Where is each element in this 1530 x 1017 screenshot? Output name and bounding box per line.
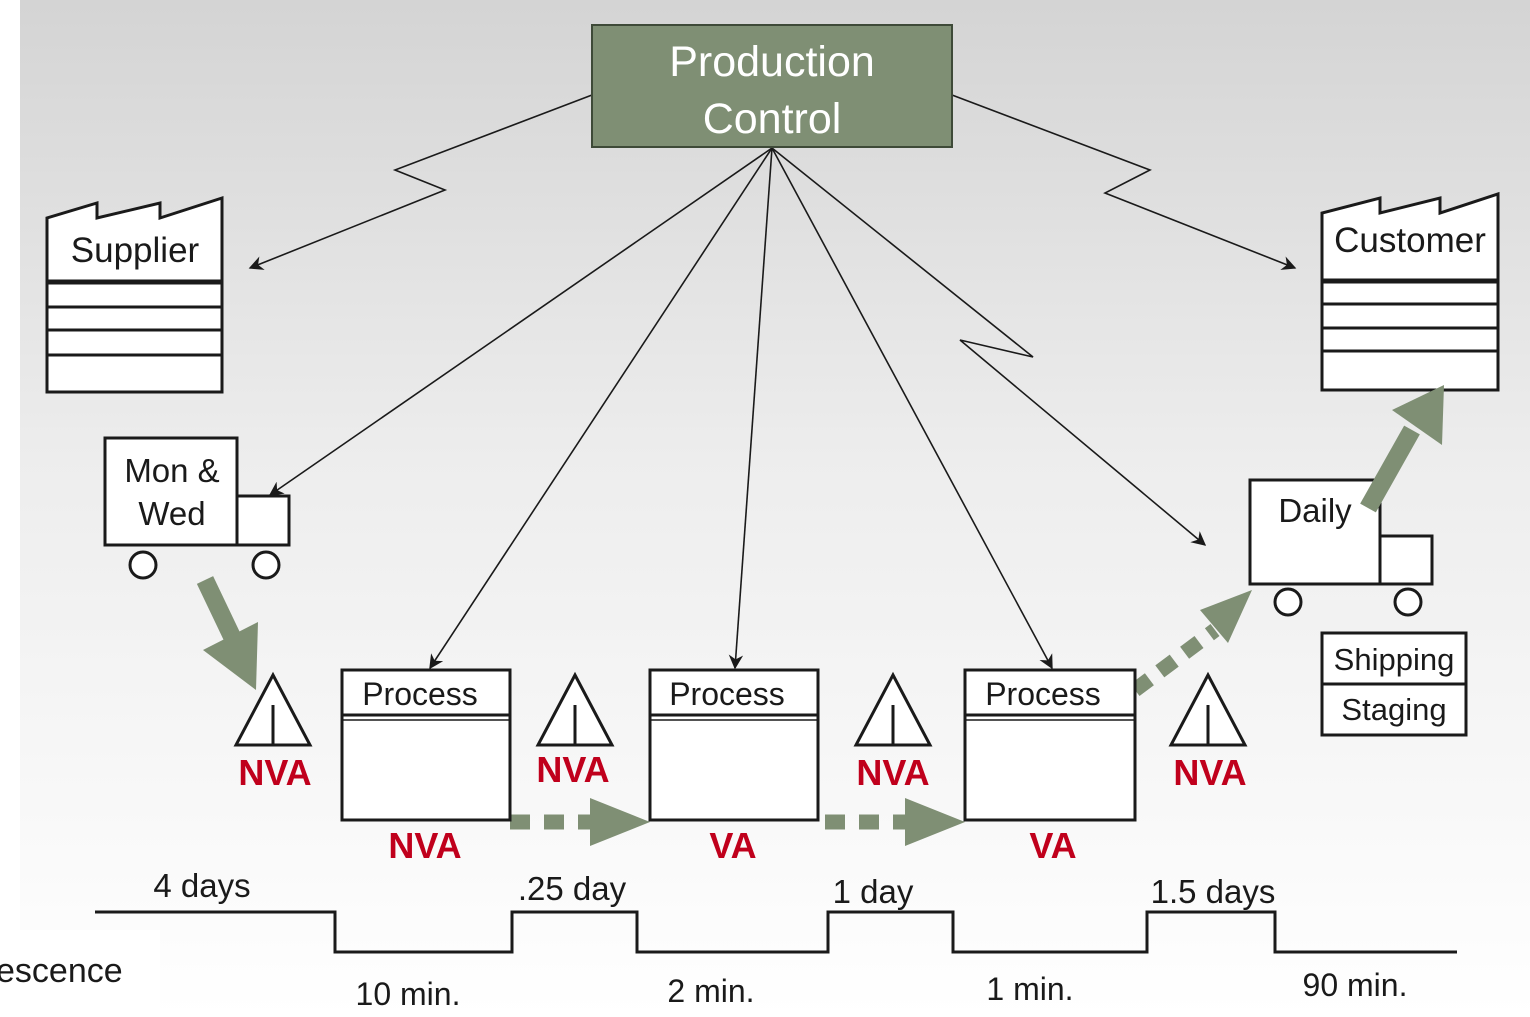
inventory-triangle-icon bbox=[853, 671, 933, 747]
customer-factory-icon bbox=[1320, 191, 1500, 392]
outbound-truck-label: Daily bbox=[1278, 492, 1352, 529]
process-2-class: VA bbox=[709, 825, 756, 866]
process-time-3: 1 min. bbox=[986, 971, 1073, 1007]
customer-label: Customer bbox=[1334, 221, 1486, 260]
inventory-triangle-icon bbox=[535, 671, 615, 747]
inbound-truck-line-2: Wed bbox=[138, 495, 205, 532]
production-control-line-2: Control bbox=[703, 95, 842, 143]
info-line-to-process-1 bbox=[429, 147, 773, 670]
process-1-label: Process bbox=[362, 676, 478, 712]
timeline-ladder bbox=[95, 910, 1457, 954]
shipping-label: Shipping bbox=[1334, 642, 1455, 677]
supplier-label: Supplier bbox=[71, 231, 200, 270]
push-arrow-1 bbox=[510, 798, 650, 846]
shipment-arrow-in bbox=[196, 576, 258, 690]
inventory-triangle-icon bbox=[233, 671, 313, 747]
push-arrow-3 bbox=[1130, 590, 1252, 696]
info-line-to-process-3 bbox=[771, 147, 1053, 670]
wait-time-2: .25 day bbox=[518, 870, 627, 907]
production-control-rect bbox=[591, 24, 953, 148]
process-1-class: NVA bbox=[388, 825, 461, 866]
electronic-signal-to-customer bbox=[951, 94, 1297, 270]
process-time-2: 2 min. bbox=[667, 973, 754, 1009]
left-white-area bbox=[0, 930, 160, 1017]
wait-time-3: 1 day bbox=[833, 873, 914, 910]
electronic-signal-to-supplier bbox=[248, 94, 593, 270]
production-control-box: Production Control bbox=[591, 24, 953, 148]
shipping-staging-box bbox=[1320, 631, 1468, 737]
info-flow-lines bbox=[248, 94, 1297, 670]
inventory-triangles bbox=[233, 671, 1248, 747]
inventory-2-label: NVA bbox=[536, 749, 609, 790]
info-line-to-truck bbox=[268, 147, 773, 496]
inbound-truck-icon bbox=[103, 436, 291, 580]
process-box-2 bbox=[648, 668, 820, 822]
clipped-fragment-text: escence bbox=[0, 952, 123, 990]
inventory-4-label: NVA bbox=[1173, 752, 1246, 793]
process-box-3 bbox=[963, 668, 1137, 822]
supplier-factory-icon bbox=[45, 195, 224, 394]
inventory-triangle-icon bbox=[1168, 671, 1248, 747]
push-arrow-2 bbox=[825, 798, 965, 846]
process-3-class: VA bbox=[1029, 825, 1076, 866]
staging-label: Staging bbox=[1341, 692, 1446, 727]
wait-time-1: 4 days bbox=[153, 867, 250, 904]
process-box-1 bbox=[340, 668, 512, 822]
shipment-arrow-out bbox=[1360, 385, 1444, 513]
info-line-to-process-2 bbox=[728, 147, 773, 670]
process-time-1: 10 min. bbox=[356, 976, 461, 1012]
electronic-signal-to-shipping bbox=[771, 147, 1207, 546]
process-time-4: 90 min. bbox=[1303, 967, 1408, 1003]
inbound-truck-line-1: Mon & bbox=[124, 452, 219, 489]
material-flow-arrows bbox=[196, 385, 1444, 846]
outbound-truck-icon bbox=[1248, 478, 1434, 617]
inventory-3-label: NVA bbox=[856, 752, 929, 793]
wait-time-4: 1.5 days bbox=[1151, 873, 1276, 910]
process-2-label: Process bbox=[669, 676, 785, 712]
process-3-label: Process bbox=[985, 676, 1101, 712]
production-control-line-1: Production bbox=[669, 38, 875, 86]
inventory-1-label: NVA bbox=[238, 752, 311, 793]
